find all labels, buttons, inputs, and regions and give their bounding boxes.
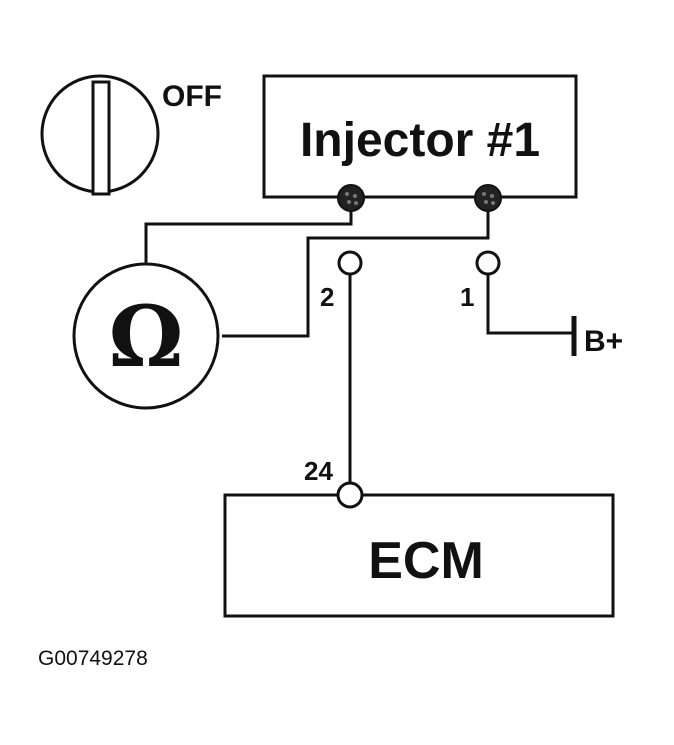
injector-label: Injector #1 <box>300 114 540 167</box>
connector-pin-1 <box>475 250 501 276</box>
wire-pin1-to-battery <box>486 274 572 335</box>
ecm-pin-24 <box>336 481 364 509</box>
ecm-box <box>223 493 615 618</box>
injector-terminal-right <box>474 184 502 212</box>
pin-1-label: 1 <box>460 282 474 312</box>
connector-pin-2 <box>337 250 363 276</box>
ecm-pin-label: 24 <box>304 456 333 486</box>
ignition-key-slot <box>91 80 111 196</box>
injector-box <box>262 74 578 199</box>
ohmmeter-lead-right <box>222 200 490 338</box>
ignition-off-label: OFF <box>162 80 222 113</box>
ohm-symbol: Ω <box>109 287 184 386</box>
ohmmeter <box>72 262 220 410</box>
ohmmeter-lead-left <box>144 200 353 264</box>
injector-terminal-left <box>337 184 365 212</box>
ignition-switch <box>40 74 160 196</box>
battery-label: B+ <box>584 325 623 358</box>
ecm-label: ECM <box>368 532 484 590</box>
pin-2-label: 2 <box>320 282 334 312</box>
figure-code: G00749278 <box>38 647 148 670</box>
